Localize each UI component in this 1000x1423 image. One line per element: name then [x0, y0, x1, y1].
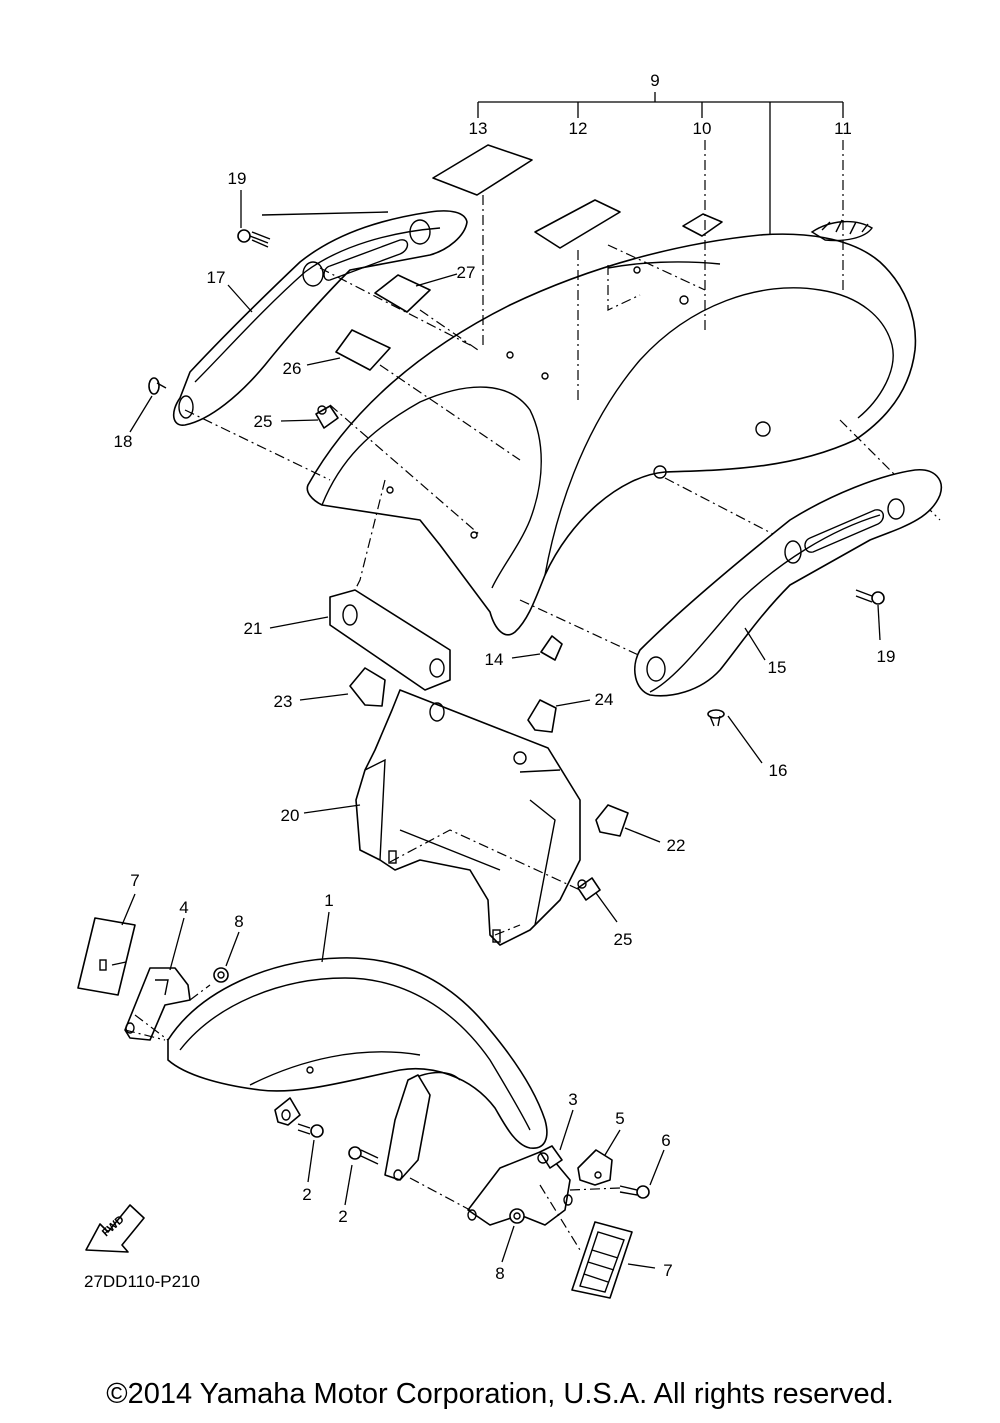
- callout-2-right: 2: [338, 1207, 347, 1226]
- callout-9: 9: [650, 71, 659, 90]
- clip-14: [540, 635, 563, 661]
- fender-stay-right: [467, 1149, 573, 1226]
- callout-19-right: 19: [877, 647, 896, 666]
- reflector-7-right: [571, 1221, 633, 1299]
- callout-11: 11: [834, 119, 852, 138]
- callout-23: 23: [274, 692, 293, 711]
- callout-20: 20: [281, 806, 300, 825]
- stay-left-bottom: [274, 1097, 301, 1126]
- callout-14: 14: [485, 650, 504, 669]
- side-cover-15: [634, 469, 942, 697]
- bolt-19-upper: [237, 229, 271, 248]
- decal-leaders: [482, 140, 844, 400]
- callout-leaders: [121, 190, 881, 1269]
- callout-10: 10: [693, 119, 712, 138]
- callout-9-bracket: [477, 92, 844, 258]
- mud-guard-20: [355, 689, 581, 946]
- callout-8-left: 8: [234, 912, 243, 931]
- reflector-7-left: [77, 917, 136, 996]
- rivet-18: [148, 377, 167, 395]
- callout-6: 6: [661, 1131, 670, 1150]
- callout-8-right: 8: [495, 1264, 504, 1283]
- callout-25-lower: 25: [614, 930, 633, 949]
- callout-2-left: 2: [302, 1185, 311, 1204]
- drawing-code: 27DD110-P210: [84, 1272, 200, 1291]
- assembly-lines-middle: [389, 829, 581, 936]
- clip-25-upper: [315, 405, 339, 429]
- label-26: [335, 329, 391, 371]
- copyright-notice: ©2014 Yamaha Motor Corporation, U.S.A. A…: [106, 1378, 894, 1410]
- decal-12: [534, 199, 621, 249]
- callout-17: 17: [207, 268, 226, 287]
- callout-16: 16: [769, 761, 788, 780]
- nut-8-right: [509, 1208, 525, 1224]
- callout-12: 12: [569, 119, 588, 138]
- callout-25-upper: 25: [254, 412, 273, 431]
- callout-5: 5: [615, 1109, 624, 1128]
- callout-21: 21: [244, 619, 263, 638]
- bolt-6: [619, 1185, 650, 1199]
- clip-25-lower: [577, 877, 601, 901]
- collar-3: [537, 1145, 563, 1169]
- callout-1: 1: [324, 891, 333, 910]
- callout-18: 18: [114, 432, 133, 451]
- callout-7-left: 7: [130, 871, 139, 890]
- rear-fender: [306, 233, 917, 636]
- callout-3: 3: [568, 1090, 577, 1109]
- callout-labels: 9 13 12 10 11 19 17 27 26 18 25 21 14 15…: [114, 71, 896, 1283]
- emblem-11: [810, 219, 874, 242]
- callout-22: 22: [667, 836, 686, 855]
- plate-21: [329, 589, 451, 691]
- damper-24: [527, 699, 557, 733]
- nut-8-left: [213, 967, 229, 983]
- bolts-2: [297, 1123, 379, 1165]
- callout-27: 27: [457, 263, 476, 282]
- decal-10: [682, 213, 723, 237]
- callout-24: 24: [595, 690, 614, 709]
- callout-7-right: 7: [663, 1261, 672, 1280]
- damper-23: [349, 667, 386, 707]
- bracket-5: [577, 1149, 613, 1186]
- assembly-lines-lower: [124, 984, 621, 1251]
- damper-22: [595, 804, 629, 837]
- rivet-16: [707, 709, 725, 727]
- fender-stay-left: [384, 1074, 431, 1181]
- front-fender: [167, 957, 548, 1149]
- label-27: [374, 274, 431, 313]
- callout-19-upper: 19: [228, 169, 247, 188]
- fwd-arrow-icon: FWD: [85, 1204, 145, 1253]
- callout-4: 4: [179, 898, 188, 917]
- callout-15: 15: [768, 658, 787, 677]
- decal-13: [432, 144, 533, 196]
- callout-13: 13: [469, 119, 488, 138]
- callout-26: 26: [283, 359, 302, 378]
- bolt-19-right: [855, 589, 885, 605]
